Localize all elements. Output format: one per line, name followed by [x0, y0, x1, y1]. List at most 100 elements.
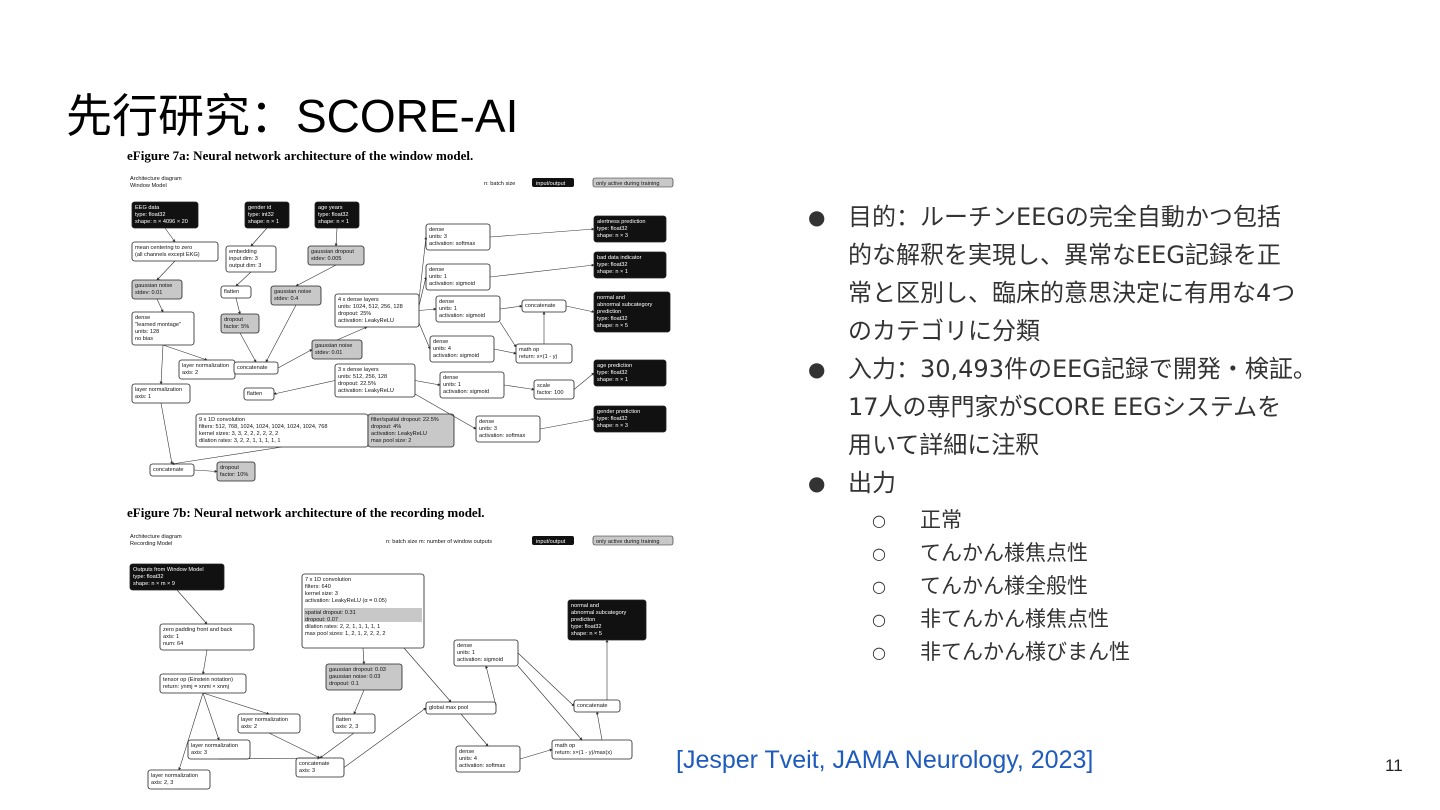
edge-arrow: [171, 446, 283, 466]
node-text: type: float32: [597, 262, 627, 268]
node-text: units: 1: [443, 382, 461, 388]
node-concat_c: concatenate: [573, 699, 621, 713]
node-flatten2: flatten: [243, 387, 275, 401]
node-text: dropout: 25%: [338, 311, 371, 317]
edge-arrow: [343, 707, 427, 768]
node-text: factor: 10%: [220, 472, 248, 478]
edge-arrow: [202, 692, 270, 715]
bullet-line: 出力: [848, 469, 896, 497]
node-text: shape: n × 1: [597, 377, 628, 383]
edge-arrow: [414, 393, 477, 430]
edge-arrow: [273, 380, 336, 395]
title-jp: 先行研究：: [66, 89, 296, 143]
legend-io-label: input/output: [536, 539, 566, 545]
node-text: type: float32: [597, 370, 627, 376]
edge-arrow: [159, 344, 164, 385]
edge-arrow: [499, 304, 523, 310]
node-text: stdev: 0.005: [311, 256, 341, 262]
edge-arrow: [218, 756, 321, 760]
output-label: てんかん様焦点性: [920, 541, 1088, 565]
node-text: dense: [135, 315, 150, 321]
sub-marker: ○: [872, 511, 886, 530]
bullet-marker: ●: [808, 471, 826, 495]
edge-arrow: [489, 227, 595, 238]
node-text: gaussian noise: [274, 289, 311, 295]
bullet-marker: ●: [808, 205, 826, 229]
node-text: axis: 1: [163, 634, 179, 640]
node-text: dropout: 0.1: [329, 681, 359, 687]
node-text: filters: 640: [305, 584, 331, 590]
node-text: units: 3: [479, 426, 497, 432]
node-text: age prediction: [597, 363, 632, 369]
edge-arrow: [353, 689, 365, 715]
node-text: units: 3: [429, 234, 447, 240]
sub-marker: ○: [872, 577, 886, 596]
edge-arrow: [565, 305, 595, 313]
node-text: units: 4: [433, 346, 451, 352]
edge-arrow: [517, 652, 575, 707]
edge-arrow: [519, 748, 553, 760]
bullet-line: のカテゴリに分類: [848, 317, 1040, 345]
edge-arrow: [235, 271, 252, 287]
node-text: kernel size: 3: [305, 591, 338, 597]
edge-arrow: [460, 713, 489, 747]
node-text: shape: n × 1: [318, 219, 349, 225]
node-text: concatenate: [237, 365, 267, 371]
node-concat2: concatenate: [149, 463, 195, 477]
node-text: activation: sigmoid: [457, 657, 503, 663]
diagram-header: n: batch size m: number of window output…: [386, 539, 492, 545]
node-text: type: int32: [248, 212, 274, 218]
edge-arrow: [164, 227, 176, 243]
edge-arrow: [336, 326, 368, 341]
node-text: gender prediction: [597, 409, 640, 415]
edge-arrow: [193, 469, 218, 473]
node-text: abnormal subcategory: [571, 610, 627, 616]
edge-arrow: [485, 665, 497, 707]
node-text: type: float32: [597, 226, 627, 232]
legend-train-label: only active during training: [596, 181, 659, 187]
node-text: dense: [429, 227, 444, 233]
node-text: stdev: 0.01: [315, 350, 342, 356]
node-text: units: 128: [135, 329, 159, 335]
node-text: dense: [479, 419, 494, 425]
edge-arrow: [162, 344, 208, 361]
node-text: layer normalization: [241, 717, 288, 723]
node-text: shape: n × 5: [571, 631, 602, 637]
node-text: units: 4: [459, 756, 477, 762]
edge-arrow: [277, 349, 313, 369]
node-text: axis: 2, 3: [336, 724, 358, 730]
node-text: flatten: [336, 717, 351, 723]
node-text: stdev: 0.01: [135, 290, 162, 296]
node-text: dilation rates: 3, 2, 2, 1, 1, 1, 1, 1: [199, 438, 280, 444]
edge-arrow: [268, 732, 321, 759]
node-flatten1: flatten: [220, 285, 252, 299]
node-text: 9 x 1D convolution: [199, 417, 245, 423]
node-text: max pool size: 2: [371, 438, 411, 444]
node-text: return: x×(1 - y)/max(x): [555, 750, 612, 756]
output-item: ○てんかん様全般性: [800, 570, 1400, 603]
node-text: normal and: [597, 295, 625, 301]
node-text: units: 1: [429, 274, 447, 280]
node-tensor: tensor op (Einstein notation)return: ynm…: [159, 673, 247, 694]
edge-arrow: [414, 380, 441, 387]
legend-io-label: input/output: [536, 181, 566, 187]
node-text: spatial dropout: 0.31: [305, 610, 356, 616]
node-text: global max pool: [429, 705, 468, 711]
node-box: [367, 413, 455, 448]
node-text: units: 1: [457, 650, 475, 656]
node-text: bad data indicator: [597, 255, 642, 261]
node-text: concatenate: [153, 467, 183, 473]
node-text: activation: sigmoid: [433, 353, 479, 359]
